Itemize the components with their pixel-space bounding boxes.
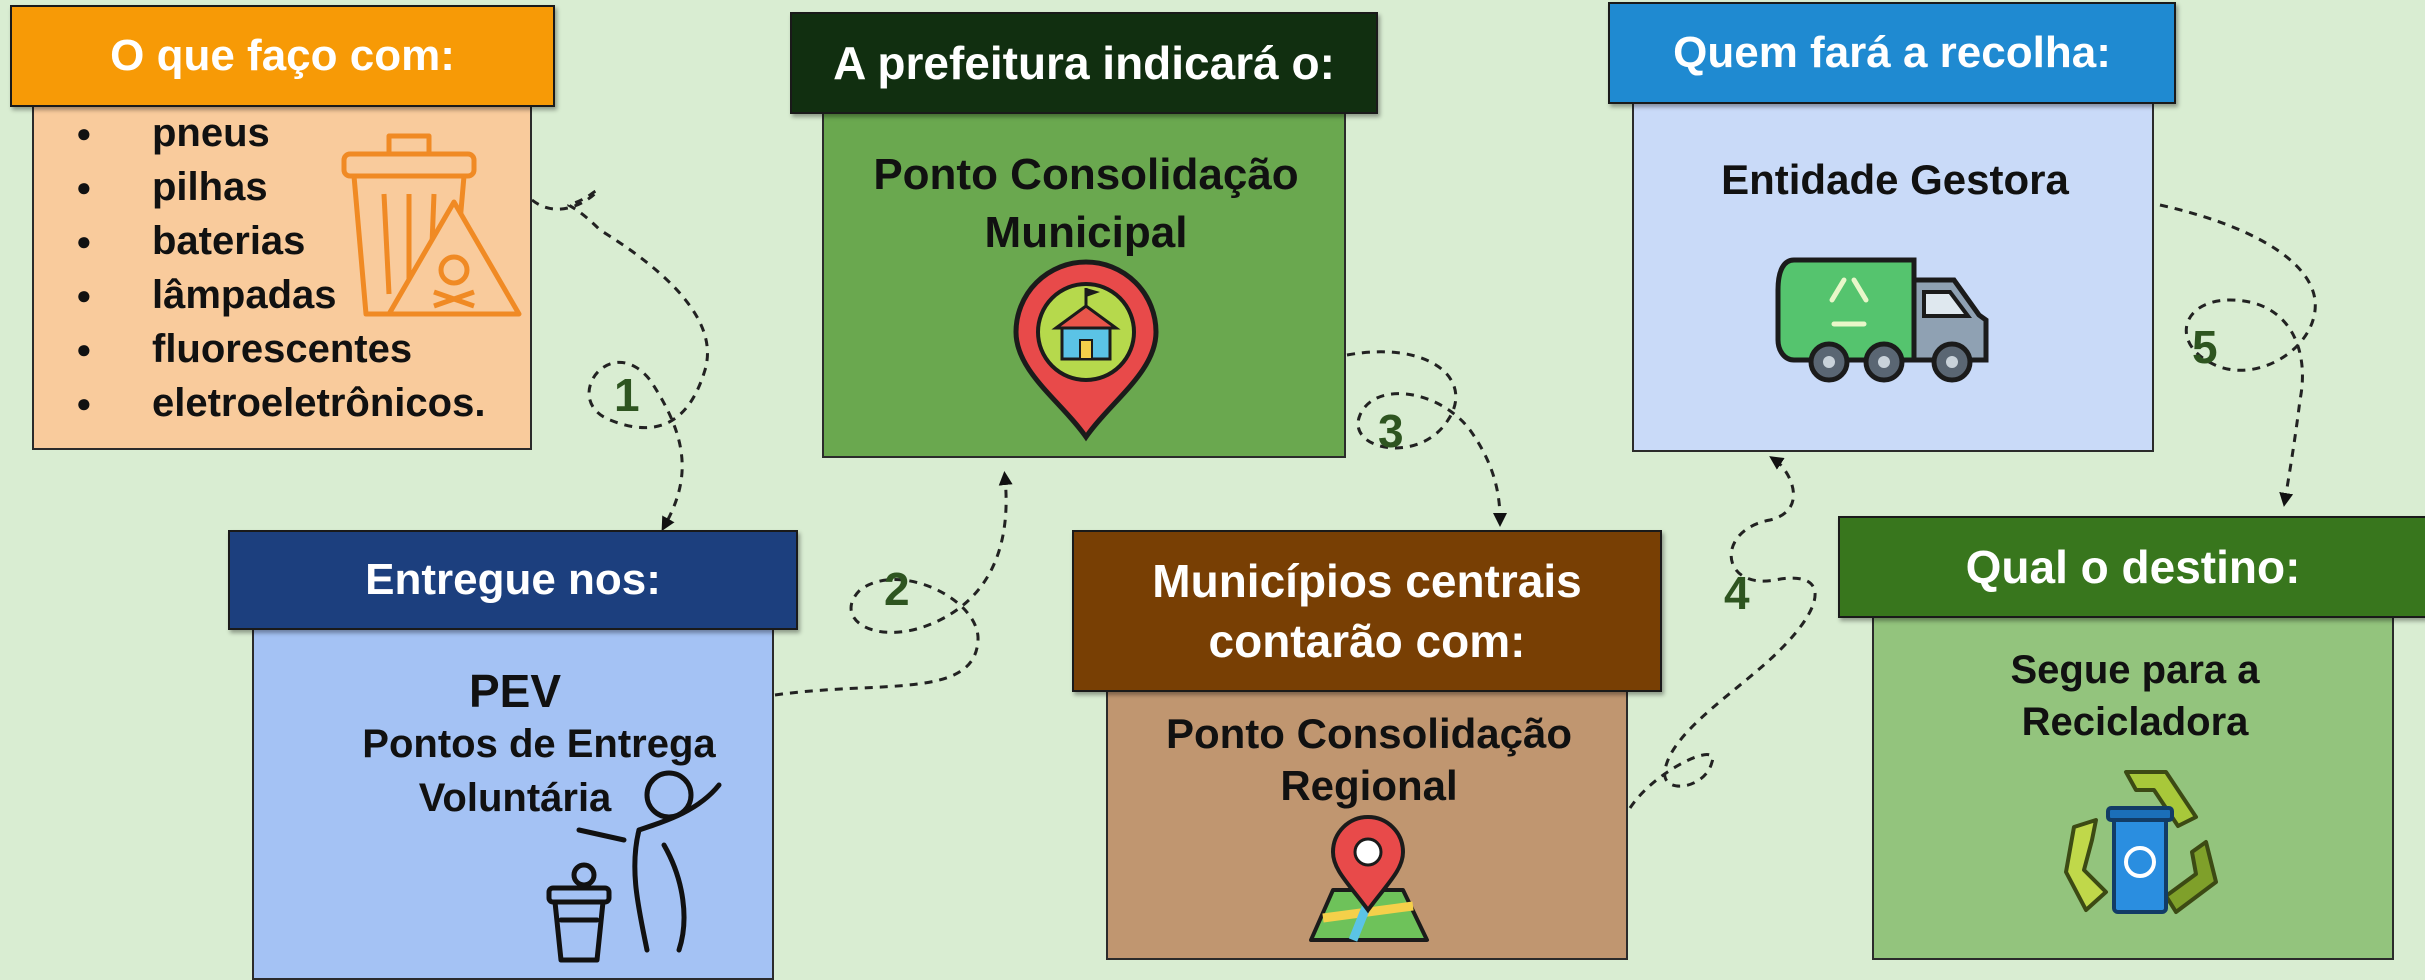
title-line2: contarão com:	[1208, 615, 1526, 667]
header-quem: Quem fará a recolha:	[1608, 2, 2176, 104]
header-prefeitura: A prefeitura indicará o:	[790, 12, 1378, 114]
hazardous-trash-icon	[341, 133, 522, 317]
card-body-prefeitura: Ponto Consolidação Municipal	[822, 108, 1346, 458]
list-item: fluorescentes	[76, 322, 485, 376]
entidade-gestora-label: Entidade Gestora	[1721, 156, 2069, 203]
ponto-municipal-line2: Municipal	[984, 208, 1188, 257]
recycling-truck-icon	[1775, 257, 1989, 383]
header-o-que-faco: O que faço com:	[10, 5, 555, 107]
title: O que faço com:	[110, 31, 455, 80]
arrow-4	[1628, 456, 1817, 809]
destino-line2: Recicladora	[2021, 700, 2249, 744]
list-item: baterias	[76, 214, 485, 268]
municipal-location-pin-icon	[1013, 259, 1159, 442]
card-body-municipios: Ponto Consolidação Regional	[1106, 690, 1628, 960]
title: Qual o destino:	[1965, 541, 2301, 593]
arrow-1	[531, 189, 709, 532]
ponto-regional-line1: Ponto Consolidação	[1165, 710, 1572, 757]
map-pin-icon	[1309, 815, 1429, 942]
step-number-5: 5	[2192, 321, 2218, 373]
step-number-4: 4	[1724, 567, 1750, 619]
title-line1: Municípios centrais	[1152, 555, 1582, 607]
arrow-3	[1346, 350, 1507, 527]
step-number-1: 1	[614, 369, 640, 421]
list-item: pneus	[76, 106, 485, 160]
list-item: eletroeletrônicos.	[76, 376, 485, 430]
list-item: lâmpadas	[76, 268, 485, 322]
title: A prefeitura indicará o:	[833, 37, 1335, 89]
arrow-2	[774, 471, 1013, 697]
recycling-bin-icon	[2064, 770, 2218, 914]
step-number-3: 3	[1378, 405, 1404, 457]
card-body-quem: Entidade Gestora	[1632, 98, 2154, 452]
header-entregue: Entregue nos:	[228, 530, 798, 630]
pev-label: PEV	[468, 665, 562, 717]
title: Quem fará a recolha:	[1673, 28, 2111, 77]
pev-description: Pontos de Entrega	[362, 722, 716, 766]
destino-line1: Segue para a	[2010, 648, 2260, 692]
ponto-regional-line2: Regional	[1280, 762, 1458, 809]
list-item: pilhas	[76, 160, 485, 214]
arrow-5	[2159, 203, 2317, 507]
person-disposing-trash-icon	[546, 770, 722, 963]
ponto-municipal-line1: Ponto Consolidação	[873, 150, 1299, 199]
step-number-2: 2	[884, 563, 910, 615]
item-list: pneus pilhas baterias lâmpadas fluoresce…	[76, 106, 485, 430]
header-municipios: Municípios centrais contarão com:	[1072, 530, 1662, 692]
header-destino: Qual o destino:	[1838, 516, 2425, 618]
title: Entregue nos:	[365, 555, 661, 604]
pev-description-2: Voluntária	[418, 776, 612, 820]
card-body-destino: Segue para a Recicladora	[1872, 610, 2394, 960]
card-body-o-que-faco: pneus pilhas baterias lâmpadas fluoresce…	[32, 100, 532, 450]
card-body-entregue: PEV Pontos de Entrega Voluntária	[252, 620, 774, 980]
